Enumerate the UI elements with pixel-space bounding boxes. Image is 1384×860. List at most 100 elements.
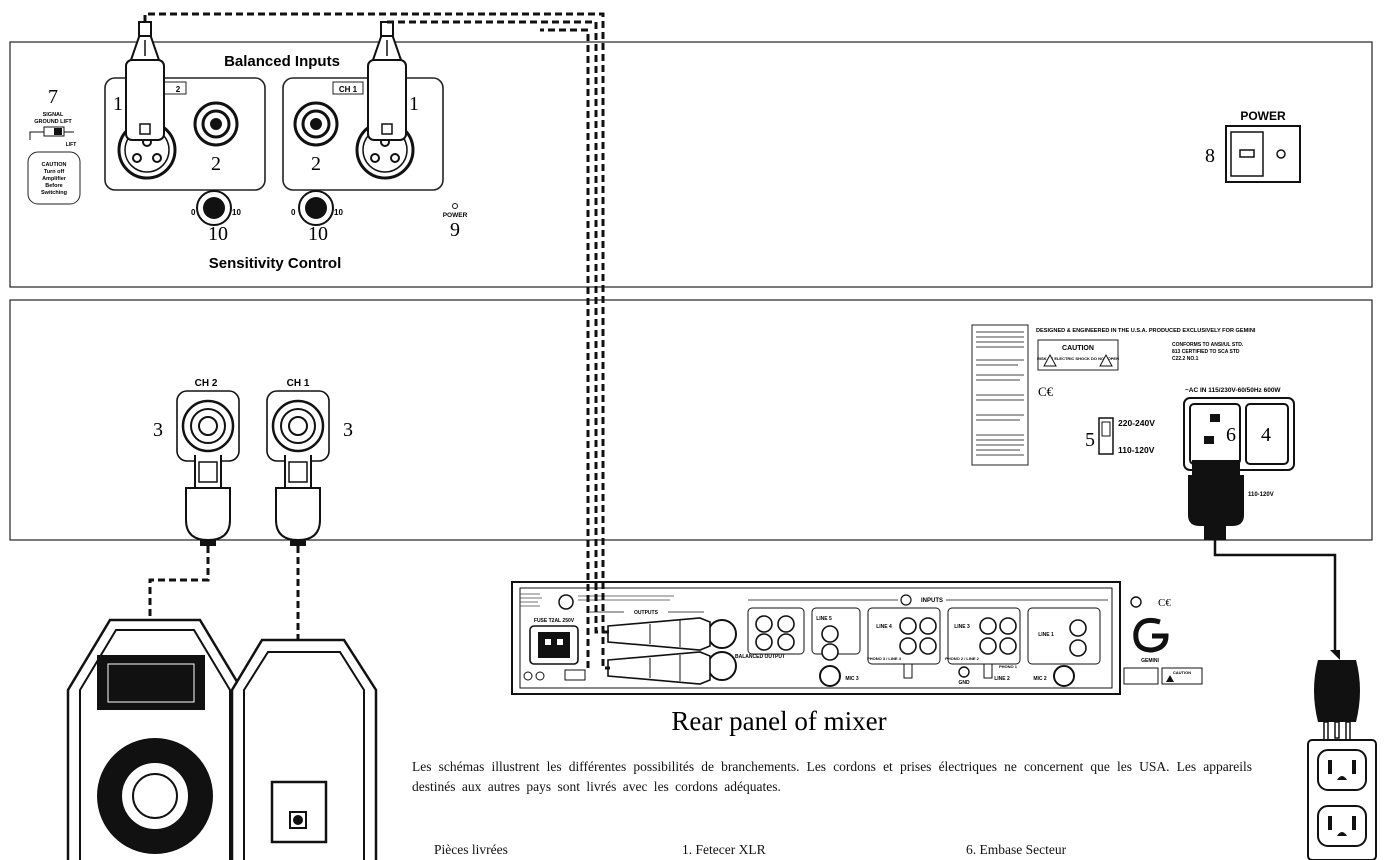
mixer-xlr-plugs <box>607 617 711 685</box>
conforms-line: CONFORMS TO ANSI/UL STD. <box>1172 342 1244 348</box>
callout-2-left: 2 <box>211 153 221 175</box>
mixer-phono-switch <box>983 663 993 679</box>
ac-rating-label: ~AC IN 115/230V-60/50Hz 600W <box>1185 387 1281 394</box>
mixer-phono3-label: PHONO 3 / LINE 4 <box>867 656 902 661</box>
rca-jack <box>1069 639 1087 657</box>
mixer-screw <box>523 671 533 681</box>
knob-cap <box>305 197 327 219</box>
warning-triangle-icon <box>1043 353 1057 367</box>
ch2-tag-label: 2 <box>176 85 181 94</box>
power-plug <box>1188 460 1244 540</box>
pieces-item-1: 1. Fetecer XLR <box>682 842 766 857</box>
mixer-xlr-output-2 <box>707 651 737 681</box>
callout-8: 8 <box>1205 145 1215 167</box>
ul-mark-icon <box>558 594 574 610</box>
ch1-tag <box>332 81 364 95</box>
designed-engineered-text: DESIGNED & ENGINEERED IN THE U.S.A. PROD… <box>1036 328 1256 334</box>
mixer-caution-text: CAUTION <box>1173 670 1191 675</box>
jack-hole <box>210 118 222 130</box>
xlr-pin <box>152 153 162 163</box>
callout-7: 7 <box>48 86 58 108</box>
mixer-gnd-screw <box>958 666 970 678</box>
lift-label: LIFT <box>66 142 77 148</box>
knob-max-label: 10 <box>334 208 343 217</box>
power-on-mark <box>1276 149 1286 159</box>
power-led <box>452 203 458 209</box>
knob-min-label: 0 <box>291 208 296 217</box>
caution-label-title: CAUTION <box>1062 345 1094 352</box>
mixer-input-group <box>747 607 805 655</box>
xlr-plug-right <box>367 21 407 141</box>
mixer-iec-pin <box>557 639 563 645</box>
rca-jack <box>899 617 917 635</box>
power-off-mark <box>1239 149 1255 158</box>
mixer-line5-label: LINE 5 <box>816 616 832 622</box>
iec-pin <box>1204 436 1214 444</box>
warning-triangle-icon <box>1099 353 1113 367</box>
speakon-output-ch2 <box>176 390 240 546</box>
callout-2-right: 2 <box>311 153 321 175</box>
caution-line: Switching <box>41 190 67 196</box>
speaker-cabinet-rear <box>230 638 378 860</box>
rca-jack <box>777 633 795 651</box>
balanced-inputs-title: Balanced Inputs <box>224 53 340 70</box>
callout-4: 4 <box>1261 424 1271 446</box>
wall-outlet <box>1307 739 1377 860</box>
mixer-line3-label: LINE 3 <box>954 624 970 630</box>
mixer-line4-label: LINE 4 <box>876 624 892 630</box>
mixer-screw <box>535 671 545 681</box>
caution-line: CAUTION <box>41 162 66 168</box>
rca-jack <box>919 637 937 655</box>
mixer-line2-label: LINE 2 <box>994 676 1010 682</box>
caution-label-sub: RISK OF ELECTRIC SHOCK DO NOT OPEN <box>1037 356 1119 361</box>
rca-jack <box>1069 619 1087 637</box>
mixer-ce-mark: C€ <box>1158 597 1171 609</box>
power-led-label: POWER <box>443 212 468 219</box>
outlet-plug-icon <box>1314 650 1360 743</box>
callout-9: 9 <box>450 219 460 241</box>
xlr-pin <box>132 153 142 163</box>
speakon-ch2-label: CH 2 <box>195 378 218 389</box>
mixer-outputs-label: OUTPUTS <box>634 610 659 616</box>
mixer-balanced-output-label: BALANCED OUTPUT <box>735 654 785 660</box>
speaker-cabinet <box>66 618 244 860</box>
callout-1-left: 1 <box>113 93 123 115</box>
dashed-signal-cables <box>143 12 610 670</box>
jack-hole <box>310 118 322 130</box>
ground-lift-label: GROUND LIFT <box>34 119 72 125</box>
mixer-line1-label: LINE 1 <box>1038 632 1054 638</box>
knob-cap <box>203 197 225 219</box>
rca-jack <box>999 617 1017 635</box>
callout-6: 6 <box>1226 424 1236 446</box>
rca-jack <box>999 637 1017 655</box>
mixer-iec-hole <box>538 632 570 658</box>
knob-max-label: 10 <box>232 208 241 217</box>
voltage-low-label: 110-120V <box>1118 445 1155 455</box>
callout-3-right: 3 <box>343 419 353 441</box>
caution-line: Before <box>45 183 62 189</box>
rca-jack <box>979 637 997 655</box>
caution-line: Turn off <box>44 169 65 175</box>
caption-paragraph: Les schémas illustrent les différentes p… <box>412 759 1252 794</box>
voltage-slider <box>1101 421 1111 437</box>
mixer-brand: GEMINI <box>1141 658 1159 664</box>
mixer-fuse-label: FUSE T2AL 250V <box>534 618 575 624</box>
xlr-plug-left <box>125 21 165 141</box>
ground-lift-switch <box>29 126 74 140</box>
mixer-inputs-label: INPUTS <box>921 598 943 604</box>
power-switch-label: POWER <box>1240 109 1286 123</box>
conforms-line: C22.2 NO.1 <box>1172 356 1199 362</box>
mixer-xlr-output-1 <box>707 619 737 649</box>
rca-jack <box>777 615 795 633</box>
mixer-phono1-label: PHONO 1 <box>999 664 1018 669</box>
caution-box <box>27 151 81 205</box>
warning-label-text-lines <box>976 331 1024 456</box>
speakon-output-ch1 <box>266 390 330 546</box>
rca-jack <box>755 615 773 633</box>
rca-jack <box>899 637 917 655</box>
mixer-mic2-label: MIC 2 <box>1033 676 1047 682</box>
mixer-iec-pin <box>545 639 551 645</box>
fuse-holder <box>1245 403 1289 465</box>
voltage-high-label: 220-240V <box>1118 418 1155 428</box>
